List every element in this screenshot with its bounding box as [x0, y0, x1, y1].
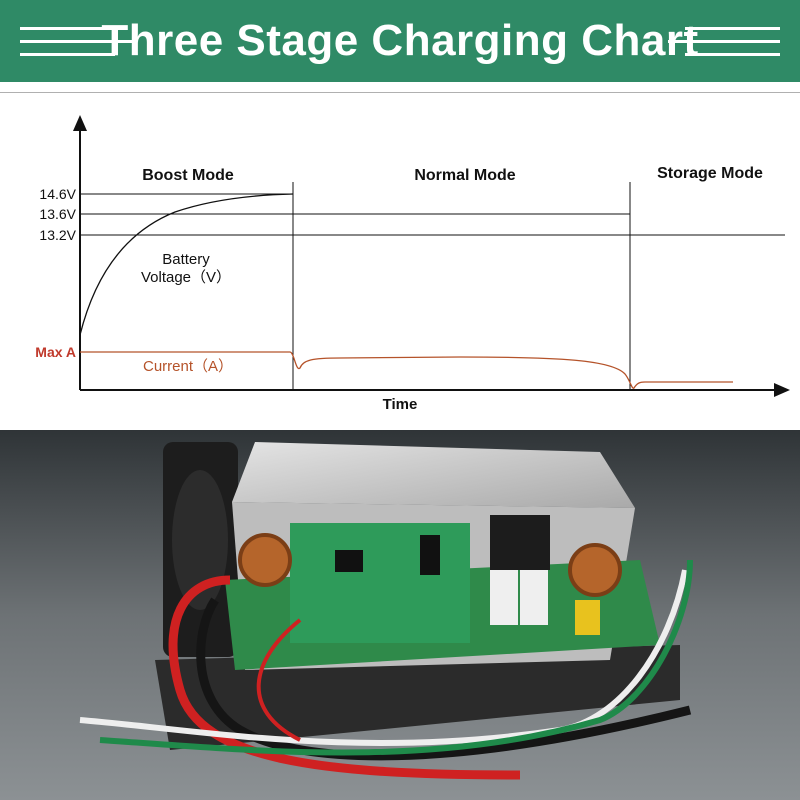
fan-blade	[172, 470, 228, 610]
mode-label-storage: Storage Mode	[657, 165, 763, 182]
banner-decoration-line	[20, 27, 115, 30]
battery-voltage-series-line	[79, 193, 294, 336]
capacitor	[520, 570, 548, 625]
inductor-coil	[238, 533, 292, 587]
heatsink-cover	[232, 442, 635, 508]
battery-voltage-label-line2: Voltage（V）	[141, 269, 231, 286]
x-axis-label: Time	[383, 396, 418, 413]
banner-decoration-line	[668, 40, 780, 43]
y-axis-arrow-icon	[73, 115, 87, 131]
charging-chart: Boost Mode Normal Mode Storage Mode 14.6…	[0, 95, 800, 430]
banner-decoration-line	[685, 27, 780, 30]
banner-decoration-line	[20, 53, 115, 56]
wire-red	[168, 575, 521, 780]
tick-label-13.2v: 13.2V	[39, 227, 76, 243]
header-banner	[0, 0, 800, 82]
capacitor	[575, 600, 600, 635]
page-title: Three Stage Charging Chart	[101, 16, 699, 65]
battery-charger-image	[0, 430, 800, 800]
mode-label-normal: Normal Mode	[414, 167, 515, 184]
tick-label-max-a: Max A	[35, 344, 76, 360]
wire-red-2	[256, 618, 302, 742]
battery-charger-photo	[0, 430, 800, 800]
heat-sink-block	[490, 515, 550, 570]
tick-label-14.6v: 14.6V	[39, 186, 76, 202]
charging-chart-svg: Boost Mode Normal Mode Storage Mode 14.6…	[35, 115, 790, 413]
wire-green	[99, 559, 693, 756]
banner-decoration-line	[20, 40, 132, 43]
battery-voltage-label-line1: Battery	[162, 251, 210, 268]
mode-label-boost: Boost Mode	[142, 167, 234, 184]
chassis-base	[155, 645, 680, 750]
tick-label-13.6v: 13.6V	[39, 206, 76, 222]
wire-black	[196, 597, 692, 761]
inductor-coil	[568, 543, 622, 597]
x-axis-arrow-icon	[774, 383, 790, 397]
current-series-line	[80, 351, 733, 389]
divider	[0, 92, 800, 93]
current-series-label: Current（A）	[143, 358, 233, 375]
wire-white	[79, 569, 688, 746]
banner-decoration-line	[685, 53, 780, 56]
capacitor	[490, 570, 518, 625]
chip	[420, 535, 440, 575]
chip	[335, 550, 363, 572]
control-board	[290, 523, 470, 643]
